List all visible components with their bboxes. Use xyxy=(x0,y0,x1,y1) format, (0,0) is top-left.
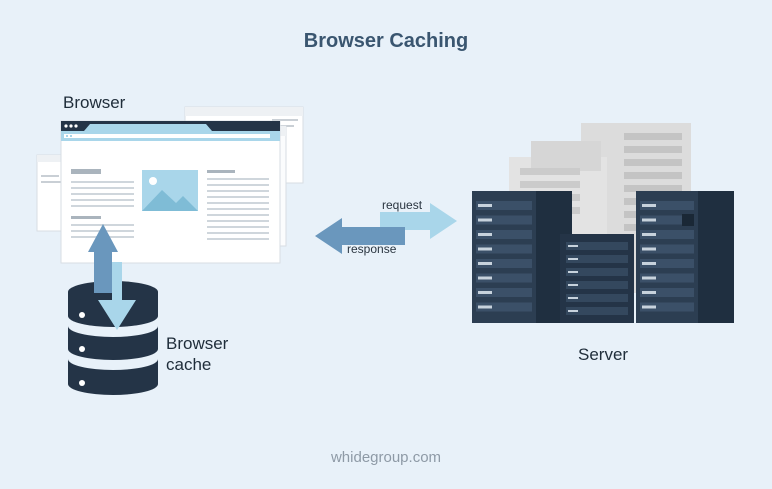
server-slot-led xyxy=(642,233,656,236)
server-slot xyxy=(476,215,532,225)
server-slot-led xyxy=(478,262,492,265)
server-slot-led xyxy=(478,204,492,207)
server-panel xyxy=(682,214,694,226)
server-slot-led xyxy=(642,262,656,265)
server-slot xyxy=(566,268,628,276)
server-slot-led xyxy=(478,218,492,222)
server-slot xyxy=(640,288,694,297)
footer-credit: whidegroup.com xyxy=(330,449,442,466)
server-slot xyxy=(476,273,532,283)
browser-cache-label-line2: cache xyxy=(166,355,212,374)
server-slot-led xyxy=(642,291,656,294)
server-slot xyxy=(624,133,682,140)
server-rack-slots xyxy=(476,201,694,315)
server-slot xyxy=(640,215,694,225)
server-label: Server xyxy=(578,345,629,364)
response-arrow xyxy=(315,218,405,254)
server-slot-led xyxy=(568,297,578,299)
server-slot xyxy=(624,146,682,153)
server-slot-led xyxy=(568,271,578,273)
server-slot xyxy=(476,302,532,312)
server-slot xyxy=(640,230,694,239)
server-slot-led xyxy=(642,276,656,280)
server-slot xyxy=(566,307,628,315)
server-slot xyxy=(520,181,580,188)
server-slot-led xyxy=(642,247,656,251)
server-slot xyxy=(640,201,694,210)
server-slot xyxy=(476,259,532,268)
server-slot-led xyxy=(478,247,492,251)
server-slot-led xyxy=(642,204,656,207)
request-label: request xyxy=(382,198,423,212)
server-slot xyxy=(566,255,628,263)
server-slot xyxy=(566,294,628,302)
cache-arrow-down xyxy=(98,262,136,330)
server-slot xyxy=(640,302,694,312)
server-slot-led xyxy=(478,233,492,236)
server-slot-led xyxy=(642,218,656,222)
server-slot-led xyxy=(568,310,578,312)
server-slot xyxy=(640,244,694,254)
diagram-title: Browser Caching xyxy=(303,30,469,52)
browser-cache-label-line1: Browser xyxy=(166,334,229,353)
server-slot xyxy=(476,201,532,210)
server-slot-led xyxy=(568,245,578,247)
server-slot xyxy=(624,172,682,179)
server-slot xyxy=(476,230,532,239)
server-slot-led xyxy=(642,305,656,309)
browser-window-main xyxy=(60,120,281,264)
server-slot xyxy=(566,242,628,250)
browser-label: Browser xyxy=(63,93,126,112)
server-slot-led xyxy=(478,276,492,280)
server-slot-led xyxy=(478,305,492,309)
server-slot xyxy=(566,281,628,289)
cache-arrow-up xyxy=(88,224,118,293)
response-label: response xyxy=(347,242,397,256)
server-slot-led xyxy=(478,291,492,294)
server-rack-right xyxy=(636,191,734,323)
server-slot-led xyxy=(568,284,578,286)
server-slot-led xyxy=(568,258,578,260)
server-slot xyxy=(520,168,580,175)
server-slot xyxy=(476,244,532,254)
server-slot xyxy=(624,185,682,192)
server-slot xyxy=(640,259,694,268)
server-slot xyxy=(624,159,682,166)
server-slot xyxy=(476,288,532,297)
server-slot xyxy=(640,273,694,283)
